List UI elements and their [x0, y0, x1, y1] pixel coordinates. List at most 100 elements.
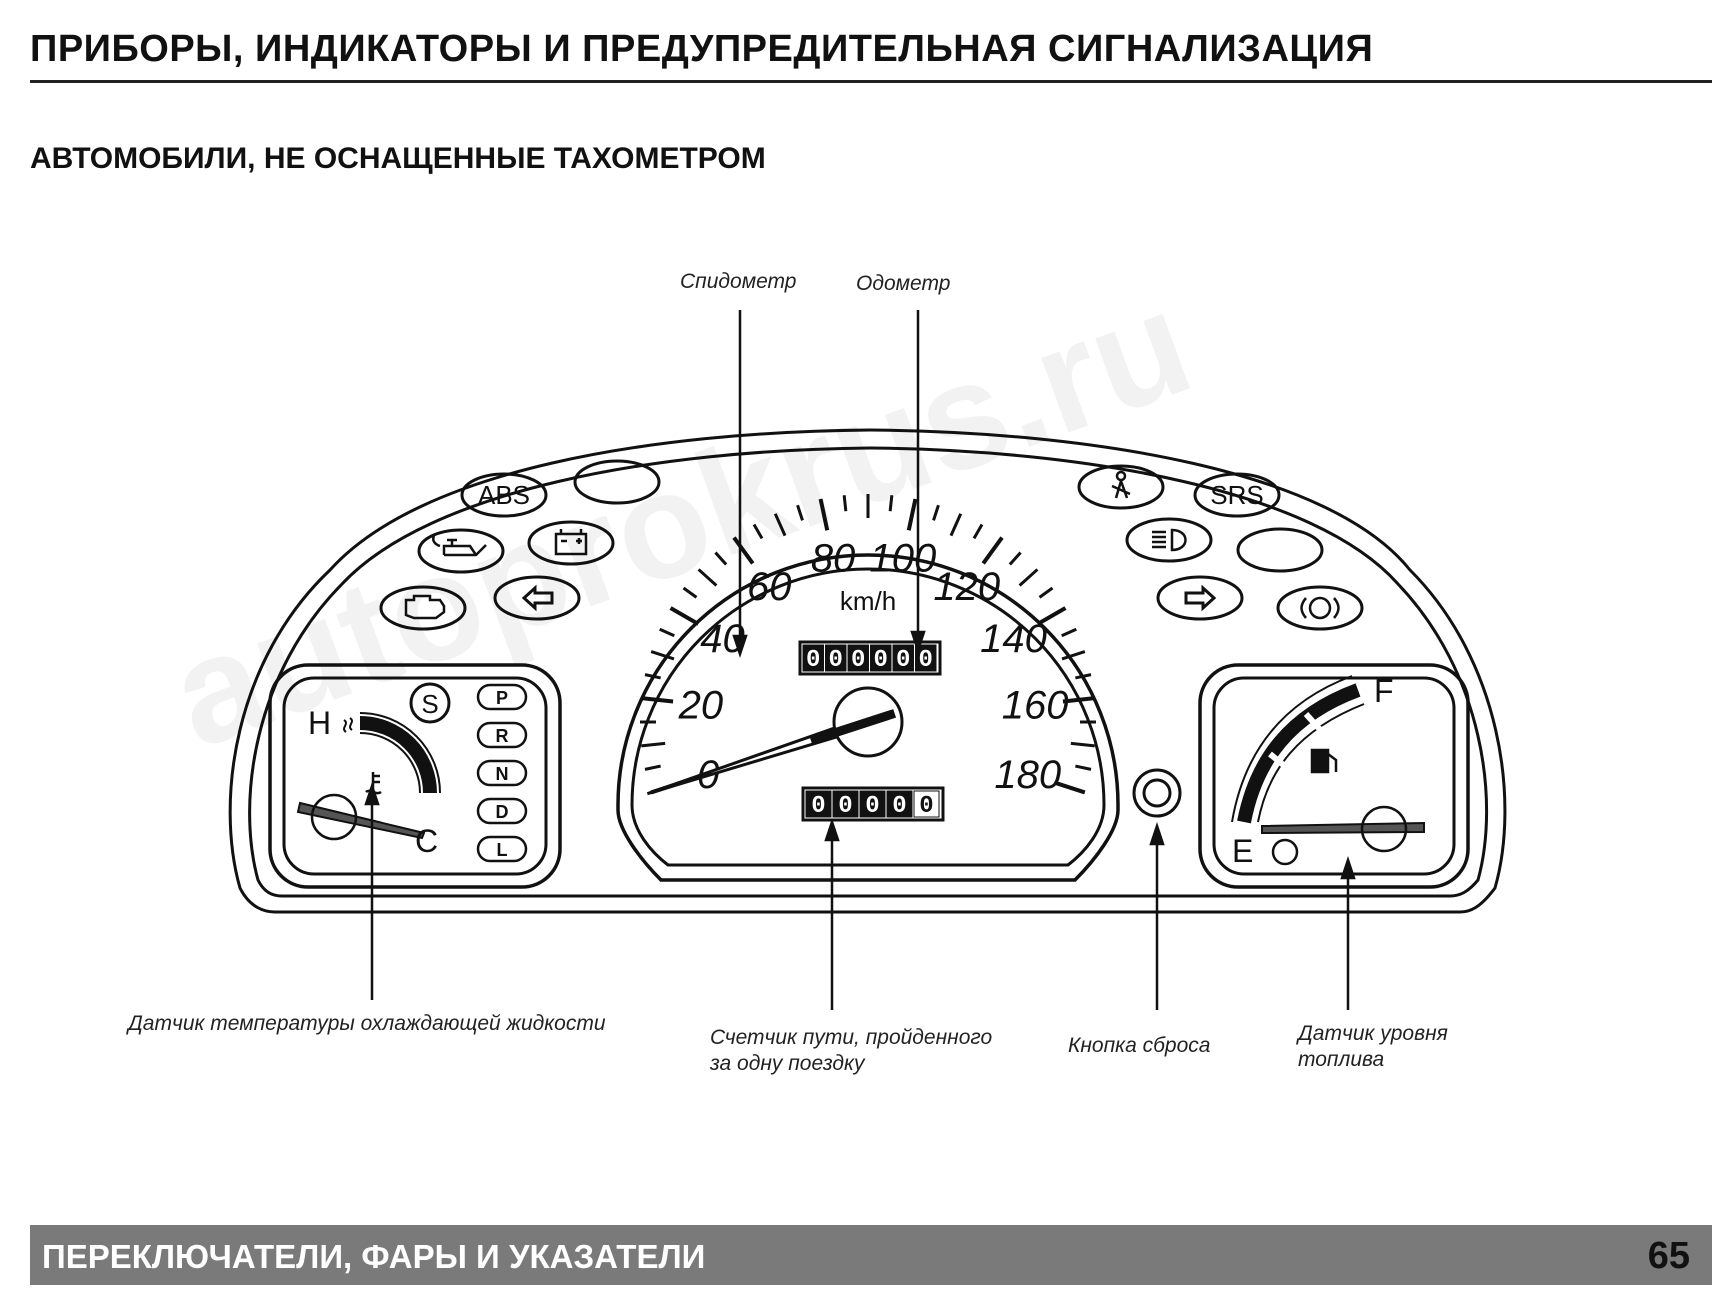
temp-gauge-arc: [359, 716, 437, 794]
speedometer-tick: [932, 504, 940, 521]
fuel-gauge-face: [1212, 676, 1456, 876]
counter-digit: 0: [874, 647, 888, 674]
counter-digit-cell: [859, 790, 886, 818]
speedometer-ticks: [640, 494, 1096, 795]
speedometer-tick: [1038, 586, 1054, 599]
gear-position-label: R: [496, 726, 509, 746]
coolant-icon: [365, 772, 382, 795]
counter-digit: 0: [865, 793, 879, 820]
speedometer-number: 160: [1002, 683, 1069, 727]
temp-gauge-needle: [296, 801, 426, 840]
speedometer-number: 140: [980, 617, 1047, 661]
speedometer-tick: [1008, 551, 1022, 566]
speedometer-needle-base: [809, 709, 897, 745]
callout-trip-line1: Счетчик пути, пройденного: [710, 1026, 992, 1049]
counter-digit-cell: [886, 790, 913, 818]
speedometer-tick: [641, 696, 674, 704]
gear-position-badge: [476, 683, 528, 711]
callout-fuel-line1: Датчик уровня: [1296, 1022, 1448, 1045]
speedometer-number: 180: [994, 753, 1061, 797]
fuel-empty-label: E: [1232, 833, 1253, 869]
charge-lamp: [527, 520, 615, 566]
engine-icon: [404, 594, 446, 620]
speedometer-number: 20: [678, 683, 724, 727]
seatbelt-lamp: [1077, 464, 1165, 510]
counter-digit: 0: [829, 647, 843, 674]
turn-right-arrow-icon: [1184, 584, 1217, 612]
counter-digit-cell: [802, 644, 824, 672]
srs-lamp-label: SRS: [1210, 480, 1263, 510]
sport-mode-label: S: [421, 689, 438, 719]
speedometer-tick: [752, 523, 764, 540]
fuel-gauge: [1231, 675, 1425, 866]
counter-digit: 0: [811, 793, 825, 820]
high-beam-lamp: [1125, 517, 1213, 563]
gear-position-badge: [476, 721, 528, 749]
speedometer-tick: [1061, 627, 1077, 638]
speedometer-tick: [697, 568, 718, 587]
speedometer-tick: [1070, 741, 1095, 748]
counter-digit-cell: [870, 644, 892, 672]
counter-digit: 0: [919, 793, 933, 820]
turn-left-lamp: [493, 575, 581, 621]
title-rule: [30, 80, 1712, 83]
seatbelt-icon: [1111, 470, 1131, 499]
temp-gauge: [296, 712, 441, 841]
gear-position-label: N: [496, 764, 509, 784]
speedometer-tick: [1036, 606, 1067, 626]
speedometer-tick: [773, 513, 787, 537]
cluster-housing-outer: [228, 428, 1507, 914]
cluster-housing-inner: [248, 446, 1489, 898]
counter-digit-cell: [847, 644, 869, 672]
speed-unit-label: km/h: [840, 586, 896, 616]
callout-reset-button: Кнопка сброса: [1068, 1034, 1210, 1057]
speedometer-tick: [732, 536, 755, 565]
gear-position-badge: [476, 759, 528, 787]
fuel-pump-icon: [1310, 748, 1338, 774]
warning-lamps-left: [379, 459, 661, 631]
temp-cold-label: C: [415, 823, 438, 859]
temp-hot-label: H: [308, 705, 331, 741]
callout-fuel-line2: топлива: [1298, 1048, 1384, 1071]
page-number: 65: [1647, 1235, 1690, 1277]
speedometer-tick: [888, 495, 894, 512]
callout-odometer: Одометр: [856, 272, 950, 295]
gear-position-badge: [476, 797, 528, 825]
gear-position-label: P: [496, 688, 508, 708]
spare-lamp-right: [1236, 527, 1324, 573]
speedometer-tick: [949, 513, 963, 537]
speedometer-tick: [1018, 568, 1039, 587]
counter-digit-cell: [913, 790, 940, 818]
speedometer-tick: [650, 650, 675, 661]
reset-button-outer: [1132, 768, 1182, 818]
check-engine-lamp: [379, 585, 467, 631]
spare-lamp-left: [573, 459, 661, 505]
callout-coolant-temp: Датчик температуры охлаждающей жидкости: [126, 1012, 606, 1035]
counter-digit: 0: [806, 647, 820, 674]
counter-digit: 0: [896, 647, 910, 674]
speedometer-tick: [682, 586, 698, 599]
footer-section-title: ПЕРЕКЛЮЧАТЕЛИ, ФАРЫ И УКАЗАТЕЛИ: [42, 1238, 706, 1275]
speedometer-number: 120: [933, 565, 1000, 609]
counter-digit: 0: [838, 793, 852, 820]
speedometer-dial-rim: [630, 567, 1106, 867]
counter-digit: 0: [892, 793, 906, 820]
page-title: ПРИБОРЫ, ИНДИКАТОРЫ И ПРЕДУПРЕДИТЕЛЬНАЯ …: [30, 28, 1374, 70]
speedometer-tick: [818, 498, 830, 531]
speedometer-numbers: 020406080100120140160180: [678, 537, 1069, 797]
sport-mode-indicator: S: [409, 682, 451, 724]
abs-lamp-label: ABS: [478, 480, 530, 510]
speedometer-tick: [1075, 673, 1092, 680]
oil-pressure-lamp: [417, 528, 505, 574]
speedometer-bezel: [616, 553, 1120, 882]
gear-position-badge: [476, 835, 528, 863]
footer-bar: ПЕРЕКЛЮЧАТЕЛИ, ФАРЫ И УКАЗАТЕЛИ 65: [30, 1225, 1712, 1285]
speedometer-tick: [972, 523, 984, 540]
speedometer-number: 100: [870, 537, 937, 581]
speedometer-tick: [1053, 780, 1086, 795]
speedometer-tick: [641, 741, 666, 748]
